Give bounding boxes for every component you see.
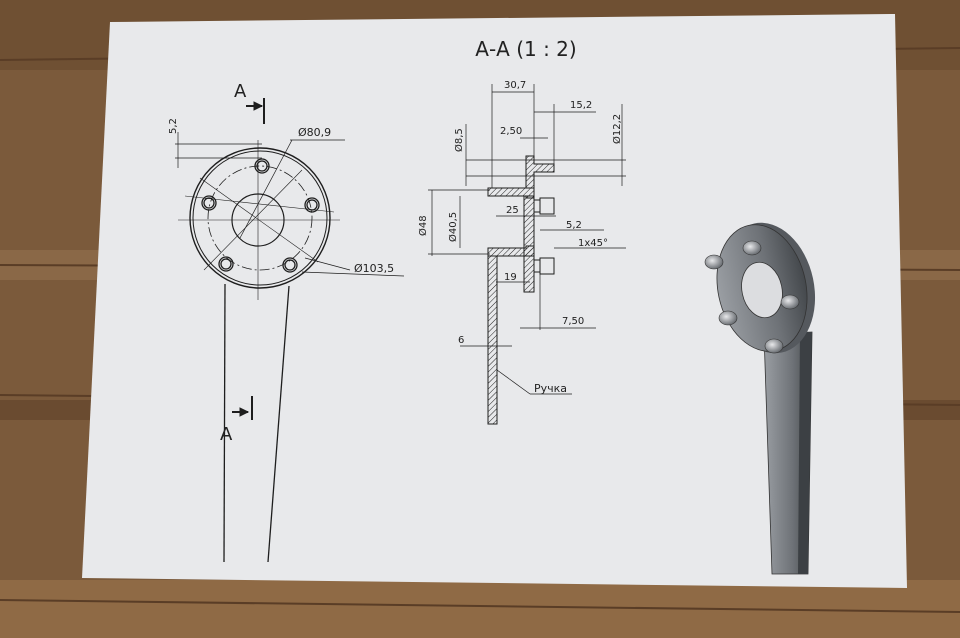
handle-edge-left <box>223 283 226 563</box>
dim-7-50: 7,50 <box>562 316 584 327</box>
flange <box>523 195 535 293</box>
disc-inner-edge <box>192 150 328 286</box>
dim-5-2: 5,2 <box>566 220 582 231</box>
section-pins <box>533 197 555 275</box>
handle-section <box>487 255 498 425</box>
iso-bore <box>741 261 783 319</box>
disc-outer-circle <box>189 147 331 289</box>
dim-2-50: 2,50 <box>500 126 522 137</box>
dim-d40-5: Ø40,5 <box>447 212 459 242</box>
dim-d48: Ø48 <box>417 215 429 236</box>
dim-30-7: 30,7 <box>504 80 526 91</box>
dim-d12-2: Ø12,2 <box>611 114 623 144</box>
dim-25: 25 <box>506 205 519 216</box>
section-marker-top <box>246 98 265 124</box>
dim-6: 6 <box>458 335 464 346</box>
dim-d8-5: Ø8,5 <box>453 128 465 152</box>
front-view <box>175 98 405 563</box>
bolt-circle <box>207 165 313 271</box>
dim-bolt-circle: Ø80,9 <box>298 126 331 139</box>
handle-label: Ручка <box>534 382 567 395</box>
dim-chamfer: 1x45° <box>578 238 608 249</box>
dim-15-2: 15,2 <box>570 100 592 111</box>
section-marker-top-label: А <box>234 81 247 102</box>
iso-view <box>704 222 816 575</box>
iso-pins <box>704 240 800 354</box>
section-marker-bottom-label: А <box>220 424 233 445</box>
section-marker-bottom <box>232 396 253 420</box>
dim-outer-diameter: Ø103,5 <box>354 262 394 275</box>
section-title: А-А (1 : 2) <box>475 37 576 61</box>
dim-pin-offset: 5,2 <box>168 118 179 134</box>
dim-19: 19 <box>504 272 517 283</box>
pin-holes <box>201 158 320 273</box>
section-view <box>428 84 626 425</box>
handle-edge-right <box>267 285 290 563</box>
